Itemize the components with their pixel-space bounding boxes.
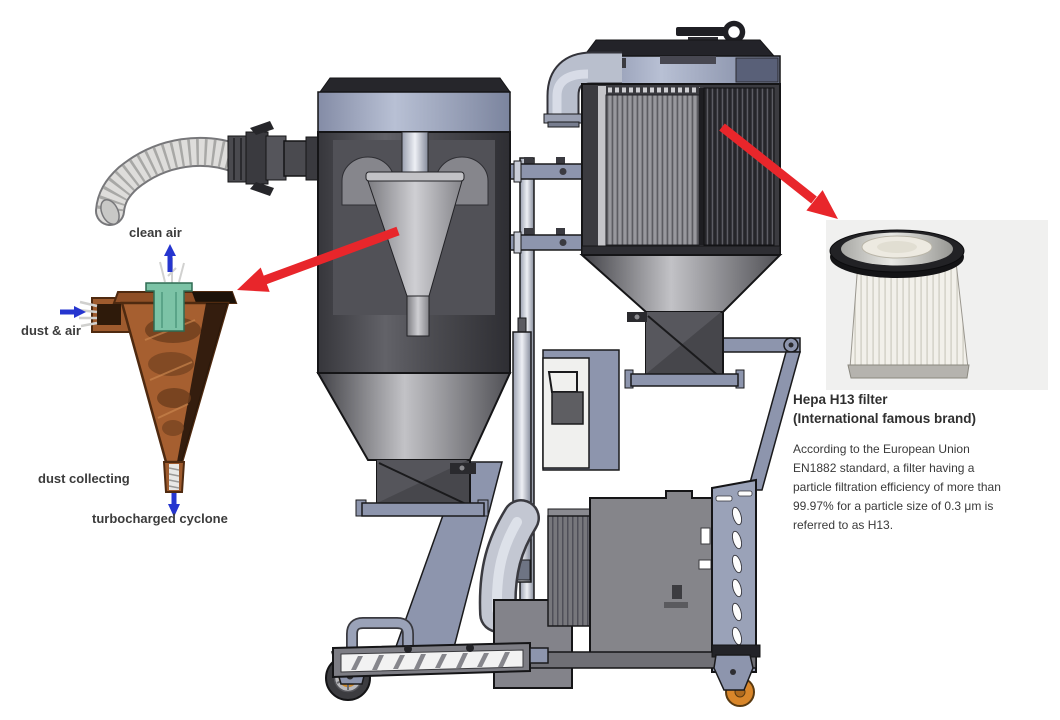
front-beam: [332, 641, 549, 679]
cyclone-cutaway-diagram: [77, 258, 238, 493]
support-arm: [722, 337, 801, 491]
hepa-callout-body: According to the European Union EN1882 s…: [793, 442, 1001, 532]
push-handle: [346, 617, 414, 650]
hose-coupling: [227, 121, 287, 196]
hepa-filter-photo: [826, 220, 1048, 390]
rear-caster: [711, 644, 761, 707]
label-dust-collecting: dust collecting: [38, 471, 130, 486]
hepa-filter-body: [849, 261, 969, 369]
housing-hopper: [579, 254, 783, 313]
hepa-callout-title: Hepa H13 filter (International famous br…: [793, 390, 1005, 428]
hepa-title-line1: Hepa H13 filter: [793, 392, 888, 407]
label-clean-air: clean air: [129, 225, 182, 240]
housing-chute: [624, 311, 745, 389]
frame-bracket-upper: [507, 157, 591, 183]
red-callout-arrow-right-icon: [719, 123, 838, 219]
tank-lid: [317, 77, 511, 133]
frame-bracket-lower: [507, 228, 591, 254]
ribbed-panel: [547, 508, 595, 627]
blue-flow-arrow-down-icon: [168, 493, 180, 517]
blue-flow-arrow-right-icon: [60, 306, 86, 318]
callout-arrows: [237, 123, 838, 292]
blue-flow-arrow-up-icon: [164, 244, 176, 272]
motor-unit: [478, 478, 757, 689]
outlet-tube: [145, 282, 193, 332]
tank-body-cutaway: [317, 131, 511, 374]
cyclone-tank: [95, 77, 512, 517]
slotted-side-panel: [711, 478, 757, 673]
tank-cone: [316, 372, 512, 461]
flow-arrows: [60, 244, 180, 517]
trolley-base: [325, 617, 761, 707]
filter-cartridge-right: [703, 87, 775, 246]
red-callout-arrow-left-icon: [237, 226, 400, 292]
label-dust-and-air: dust & air: [21, 323, 81, 338]
discharge-tip: [162, 461, 186, 493]
filter-cartridges-cutaway: [581, 83, 781, 256]
elbow-pipe: [543, 51, 622, 128]
motor-box: [589, 490, 713, 667]
tank-chute: [355, 459, 489, 517]
filter-cartridge-left: [605, 94, 700, 246]
hepa-title-line2: (International famous brand): [793, 411, 977, 426]
filter-housing: [543, 20, 783, 389]
label-turbocharged-cyclone: turbocharged cyclone: [92, 511, 228, 526]
access-panel: [542, 349, 620, 471]
internal-cyclone-tube: [401, 131, 429, 177]
inlet-hose: [95, 121, 321, 226]
hepa-callout: Hepa H13 filter (International famous br…: [793, 390, 1005, 535]
hepa-filter-bottom-rim: [847, 364, 970, 379]
